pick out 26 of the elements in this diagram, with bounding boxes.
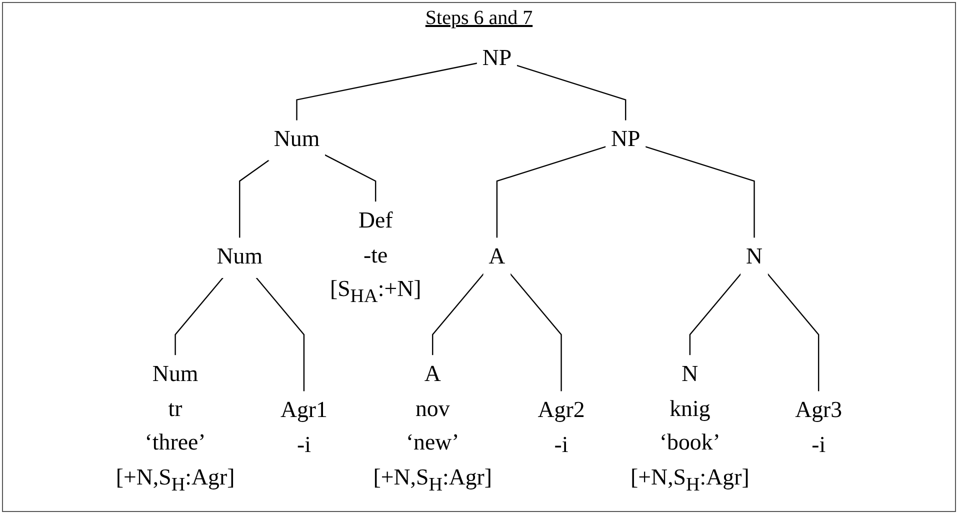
node-text: Agr3 -i — [795, 398, 842, 458]
node-text: Agr2 -i — [538, 398, 585, 458]
connector — [239, 160, 270, 238]
node-text: Num — [274, 126, 320, 152]
node-text: N — [746, 244, 763, 270]
connector — [510, 273, 562, 392]
node-text: Agr1 -i — [280, 398, 328, 458]
diagram-title: Steps 6 and 7 — [425, 7, 533, 30]
connector — [296, 62, 478, 121]
connector — [174, 277, 224, 356]
connector — [689, 273, 742, 356]
connector — [256, 277, 305, 392]
node-text: A nov ‘new’ [+N,S$_{H}$:Agr] — [373, 362, 492, 494]
connector — [766, 273, 820, 392]
node-text: Num — [216, 244, 262, 270]
node-text: A — [488, 244, 506, 270]
connector — [496, 146, 606, 238]
node-text: Num tr ‘three’ [+N,S$_{H}$:Agr] — [116, 362, 235, 494]
connector — [644, 146, 755, 238]
connector — [516, 64, 626, 121]
node-text: Def -te [S$_{HA}$:+N] — [330, 208, 422, 307]
node-text: NP — [610, 126, 640, 152]
connector — [324, 154, 376, 202]
connector — [432, 273, 484, 356]
node-text: N knig ‘book’ [+N,S$_{H}$:Agr] — [630, 362, 750, 494]
node-text: NP — [482, 46, 512, 71]
